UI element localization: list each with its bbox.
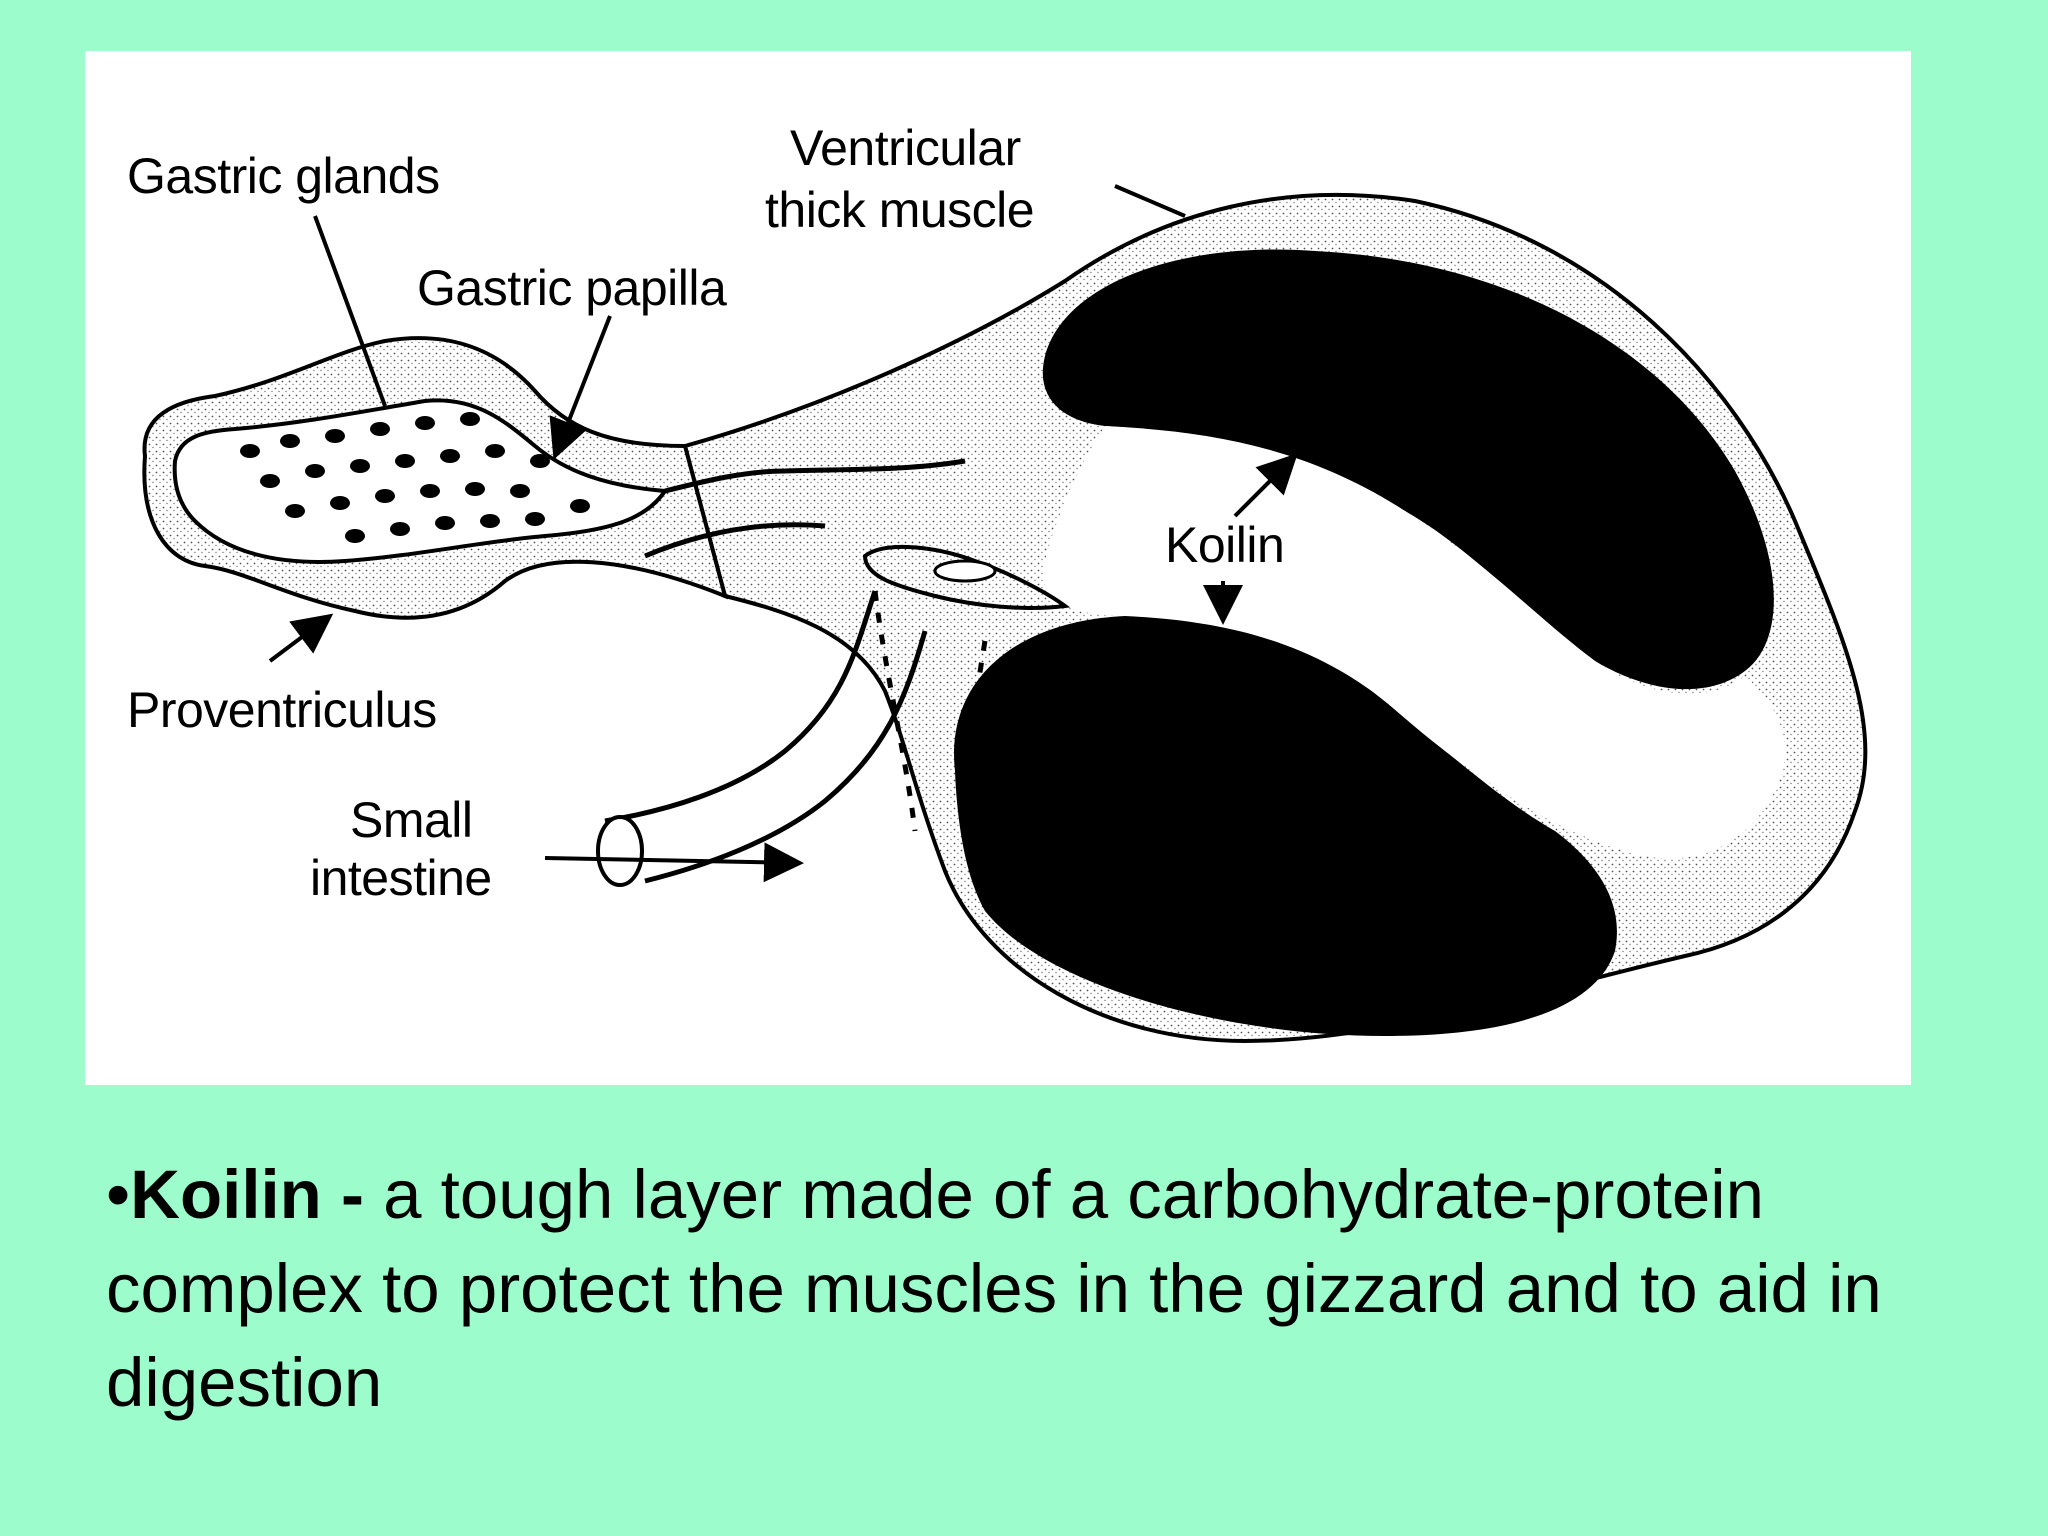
label-ventricular-line1: Ventricular (790, 120, 1021, 176)
gastric-papilla-pointer (549, 315, 612, 460)
caption-bullet: • (106, 1156, 131, 1233)
label-gastric-glands: Gastric glands (127, 148, 440, 204)
caption-description: a tough layer made of a carbohydrate-pro… (106, 1156, 1882, 1421)
small-intestine-opening (596, 815, 644, 887)
gizzard-diagram (142, 184, 1868, 1044)
small-intestine-tube (604, 590, 878, 824)
small-intestine-pointer (544, 842, 804, 883)
koilin-upper-pointer (1233, 453, 1298, 518)
ventricular-muscle-pointer (1114, 184, 1186, 218)
gastric-gland-openings (240, 412, 590, 543)
koilin-definition: •Koilin - a tough layer made of a carboh… (106, 1148, 2036, 1430)
label-ventricular-line2: thick muscle (765, 182, 1035, 238)
gastric-glands-pointer (313, 215, 387, 407)
gizzard-lumen (1043, 426, 1785, 859)
muscle-boundary-dashed (872, 590, 918, 832)
label-small-line2: intestine (310, 850, 492, 906)
label-small-line1: Small (350, 792, 473, 848)
proventriculus-pointer (268, 613, 334, 663)
gizzard-diagram-panel: Gastric glands Ventricular thick muscle … (85, 51, 1911, 1085)
label-gastric-papilla: Gastric papilla (417, 260, 727, 316)
upper-thick-muscle (1042, 249, 1774, 690)
isthmus (664, 458, 966, 494)
caption-term: Koilin - (130, 1156, 364, 1233)
lower-thick-muscle (954, 615, 1617, 1036)
label-proventriculus: Proventriculus (127, 682, 437, 738)
label-koilin: Koilin (1165, 517, 1285, 573)
